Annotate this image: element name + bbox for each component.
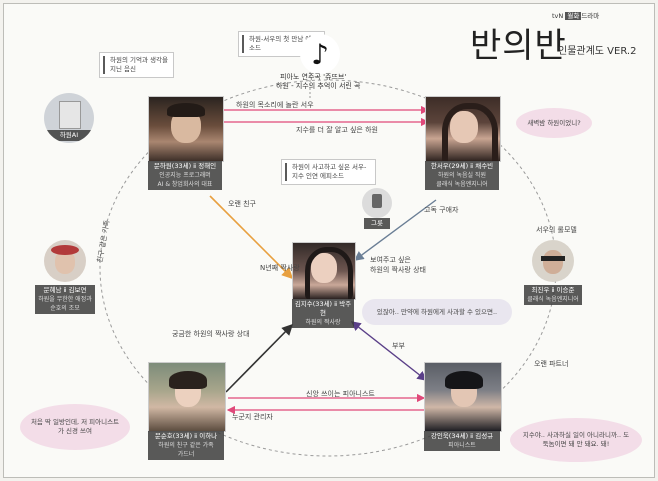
slot-badge: 월화 — [565, 12, 582, 20]
rel-hawon-seowoo-bottom: 지수를 더 잘 알고 싶은 하원 — [296, 126, 378, 134]
ai-note-box: 하원의 기억과 생각을 지닌 음신 — [99, 52, 174, 78]
line-jisu-inwook — [350, 321, 428, 381]
ai-note-text: 하원의 기억과 생각을 지닌 음신 — [110, 56, 168, 73]
seowoo-desc1: 하원의 녹음실 직원 — [438, 172, 486, 179]
rel-jisu-side: N년째 짝사랑 — [260, 264, 300, 272]
mijung-namebox: 문혜남 ⅱ 김보연 하원을 무한한 애정과 순호의 조모 — [35, 285, 95, 314]
rel-jisu-right1: 보여주고 싶은 — [370, 256, 411, 264]
mijung-desc2: 순호의 조모 — [50, 305, 80, 312]
sunho-name: 문순호(33세) ⅱ 이하나 — [154, 432, 218, 440]
inwook-name: 강인욱(34세) ⅱ 김성규 — [430, 432, 494, 440]
sunho-desc2: 가드너 — [177, 451, 195, 458]
sunho-desc1: 하원의 친구 같은 가족 — [158, 442, 214, 449]
bubble-seowoo: 새벽밤 하원이었니? — [516, 108, 592, 138]
bubble-sunho: 처음 딱 일방인데, 저 피아니스트가 신경 쓰여 — [20, 404, 130, 450]
music-note-icon: ♪ — [300, 34, 340, 74]
hawon-name: 문하원(33세) ⅱ 정해인 — [153, 162, 217, 170]
mijung-photo — [44, 240, 86, 282]
network-name: tvN — [552, 12, 564, 20]
jinwoo-photo — [532, 240, 574, 282]
ai-device-icon: 하원AI — [44, 93, 94, 143]
rel-hawon-jisu: 오랜 친구 — [228, 200, 256, 208]
inwook-namebox: 강인욱(34세) ⅱ 김성규 피아니스트 — [424, 431, 500, 451]
robot-icon — [362, 188, 392, 218]
hawon-desc2: AI & 창업회사의 대표 — [157, 181, 213, 188]
jinwoo-desc1: 클래식 녹음엔지니어 — [527, 296, 579, 303]
rel-sunho-jisu: 궁금한 하원의 짝사랑 상대 — [172, 330, 250, 338]
robot-label: 그릇 — [364, 218, 390, 229]
rel-hawon-seowoo-top: 하원의 목소리에 놀란 서우 — [236, 101, 314, 109]
hawon-photo — [148, 96, 224, 162]
sunho-photo — [148, 362, 226, 432]
rel-jisu-inwook: 부부 — [392, 342, 405, 350]
music-line2: 하원 - 지수의 추억이 서린 곡 — [276, 82, 361, 90]
jisu-name: 김지수(33세) ⅱ 박주현 — [294, 300, 352, 317]
seowoo-namebox: 한서우(29세) ⅱ 채수빈 하원의 녹음실 직원 클래식 녹음엔지니어 — [425, 161, 499, 190]
hawon-desc1: 인공지능 프로그래머 — [159, 172, 211, 179]
bubble-inwook: 지수야.. 사과하실 일이 아니라니까.. 도둑놈이면 돼 안 돼요. 돼! — [510, 418, 642, 462]
jisu-photo — [292, 242, 356, 300]
robot-note-box: 하원이 사고하고 싶은 서우-지수 인연 에피소드 — [281, 159, 376, 185]
bubble-jisu: 있잖아.. 만약에 하원에게 사과할 수 있으면.. — [362, 299, 512, 325]
line-hawon-jisu — [209, 195, 294, 280]
jinwoo-namebox: 최진우 ⅱ 이승준 클래식 녹음엔지니어 — [524, 285, 582, 305]
mijung-name: 문혜남 ⅱ 김보연 — [43, 286, 87, 294]
robot-note-text: 하원이 사고하고 싶은 서우-지수 인연 에피소드 — [292, 163, 367, 180]
rel-seowoo-jinwoo: 서우의 롤모델 — [536, 226, 577, 234]
drama-title: 반의반 — [470, 26, 567, 66]
rel-seowoo-jisu: 고독 구애자 — [424, 206, 459, 214]
rel-jisu-right2: 하원의 짝사랑 상태 — [370, 266, 426, 274]
jisu-namebox: 김지수(33세) ⅱ 박주현 하원의 짝사랑 — [292, 299, 354, 328]
jinwoo-name: 최진우 ⅱ 이승준 — [531, 286, 575, 294]
inwook-photo — [424, 362, 502, 432]
rel-sunho-inwook-top: 신앙 쓰이는 피아니스트 — [306, 390, 375, 398]
jisu-desc1: 하원의 짝사랑 — [305, 319, 341, 326]
rel-jinwoo-inwook: 오랜 파트너 — [534, 360, 569, 368]
rel-sunho-inwook-bottom: 누군지 관리자 — [232, 413, 273, 421]
seowoo-name: 한서우(29세) ⅱ 채수빈 — [430, 162, 494, 170]
ai-device-label: 하원AI — [44, 130, 94, 141]
chart-subtitle: 인물관계도 VER.2 — [558, 46, 637, 57]
mijung-desc1: 하원을 무한한 애정과 — [38, 296, 92, 303]
line-seowoo-jisu — [353, 199, 437, 261]
seowoo-photo — [425, 96, 501, 162]
music-note-text: 하원-서우의 첫 만남 에피소드 — [249, 35, 318, 52]
inwook-desc1: 피아니스트 — [448, 442, 476, 449]
sunho-namebox: 문순호(33세) ⅱ 이하나 하원의 친구 같은 가족 가드너 — [148, 431, 224, 460]
hawon-namebox: 문하원(33세) ⅱ 정해인 인공지능 프로그래머 AI & 창업회사의 대표 — [148, 161, 222, 190]
music-line1: 피아노 연주곡 '쥬뜨브' — [280, 73, 347, 81]
line-sunho-jisu — [225, 323, 294, 393]
slot-label: 드라마 — [581, 12, 600, 20]
seowoo-desc2: 클래식 녹음엔지니어 — [436, 181, 488, 188]
